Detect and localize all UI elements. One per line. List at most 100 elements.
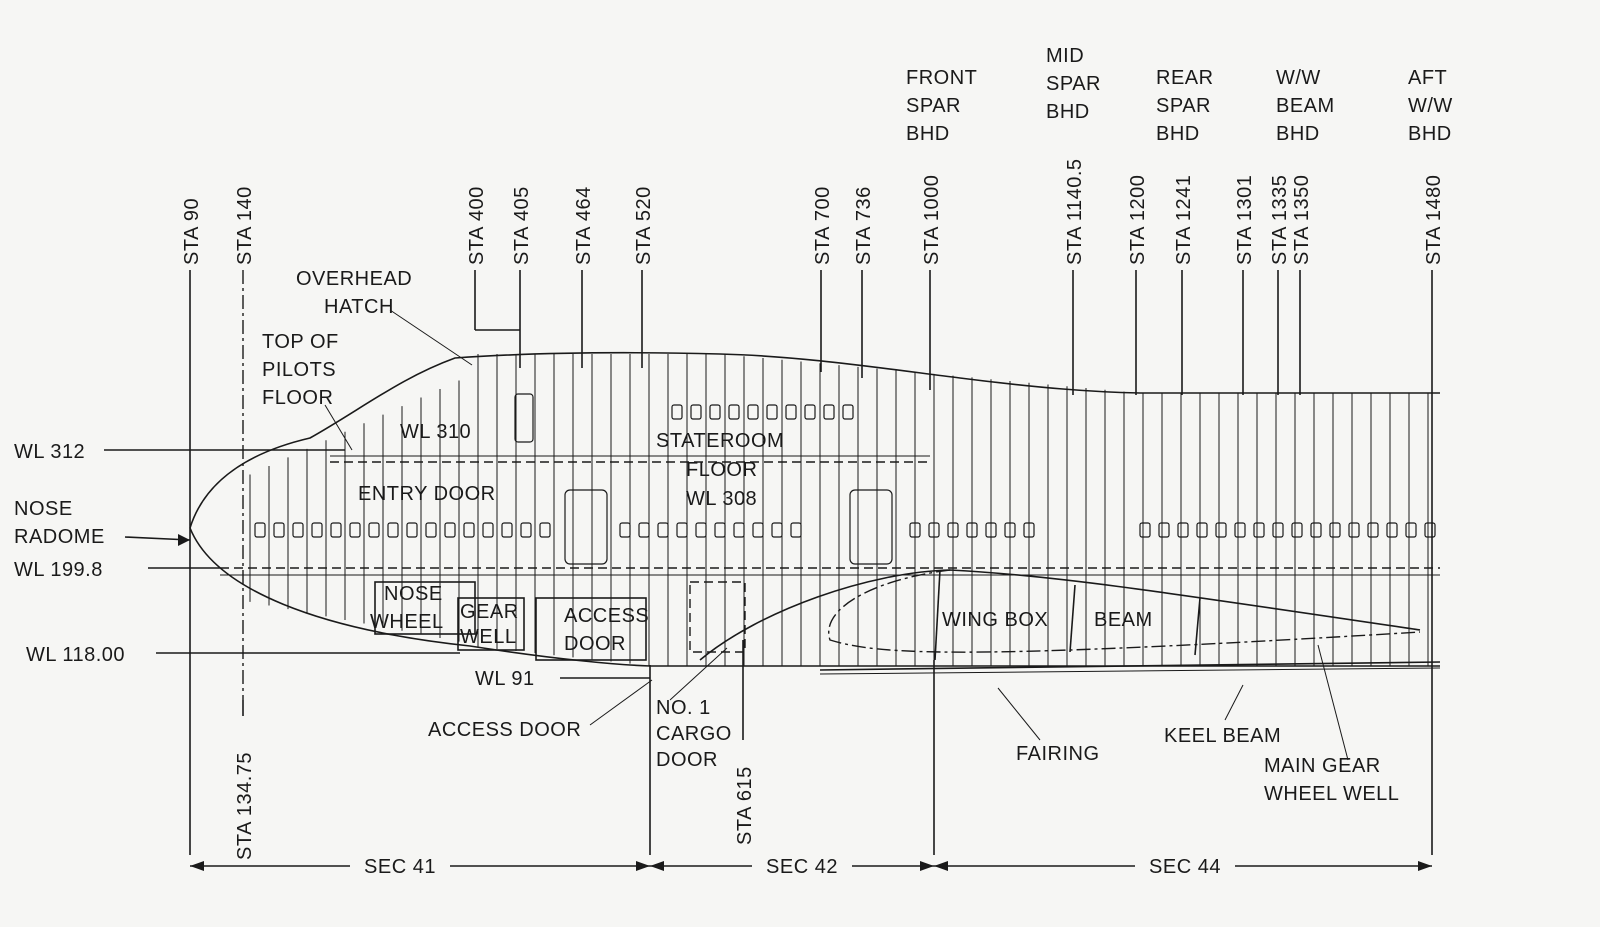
section-dimension-line: SEC 41 SEC 42 SEC 44: [190, 856, 1432, 878]
entry-door-label: ENTRY DOOR: [358, 483, 496, 505]
window: [1272, 522, 1284, 538]
window: [1215, 522, 1227, 538]
main-gear-line1: MAIN GEAR: [1264, 755, 1381, 777]
nose-wheel-well: [374, 581, 476, 635]
sec-44-label: SEC 44: [1149, 856, 1221, 878]
upper-window: [785, 404, 797, 420]
window: [501, 522, 513, 538]
fuselage-lower-contour: [189, 527, 1440, 667]
window: [254, 522, 266, 538]
sta-1000-label: STA 1000: [921, 175, 943, 265]
upper-window: [728, 404, 740, 420]
window: [928, 522, 940, 538]
window: [1291, 522, 1303, 538]
window: [966, 522, 978, 538]
window: [1004, 522, 1016, 538]
window: [771, 522, 783, 538]
window: [1405, 522, 1417, 538]
sta-615-label: STA 615: [734, 766, 756, 845]
upper-deck-windows: [671, 404, 854, 420]
sta-134-label: STA 134.75: [234, 752, 256, 860]
wing-box-label: WING BOX: [942, 609, 1048, 631]
sta-700-label: STA 700: [812, 186, 834, 265]
window: [330, 522, 342, 538]
sta-520-label: STA 520: [633, 186, 655, 265]
window: [463, 522, 475, 538]
window: [539, 522, 551, 538]
callout-labels: OVERHEAD HATCH TOP OF PILOTS FLOOR NOSE …: [14, 268, 1399, 805]
wl-312-label: WL 312: [14, 441, 85, 463]
upper-window: [709, 404, 721, 420]
access-door-label: ACCESS DOOR: [428, 719, 581, 741]
front-spar-line1: FRONT: [906, 67, 977, 89]
cargo-door-line3: DOOR: [656, 749, 718, 771]
fuselage-upper-contour: [189, 352, 1440, 529]
ww-beam-line3: BHD: [1276, 123, 1320, 145]
window: [406, 522, 418, 538]
window: [1196, 522, 1208, 538]
bulkhead-labels: FRONT SPAR BHD MID SPAR BHD REAR SPAR BH…: [906, 45, 1452, 145]
aft-ww-line1: AFT: [1408, 67, 1447, 89]
window: [1158, 522, 1170, 538]
entry-door-outline: [564, 489, 608, 565]
window: [520, 522, 532, 538]
wing-box-lower: [828, 569, 1421, 653]
mid-spar-line1: MID: [1046, 45, 1084, 67]
cargo-door-line1: NO. 1: [656, 697, 711, 719]
gear-well-box: [457, 597, 525, 651]
window: [482, 522, 494, 538]
wing-box-outline: [699, 569, 1421, 661]
window: [425, 522, 437, 538]
sta-1140-label: STA 1140.5: [1064, 158, 1086, 265]
upper-window: [842, 404, 854, 420]
rear-spar-line3: BHD: [1156, 123, 1200, 145]
nose-radome-line1: NOSE: [14, 498, 73, 520]
window: [790, 522, 802, 538]
rear-spar-line2: SPAR: [1156, 95, 1211, 117]
mid-spar-line2: SPAR: [1046, 73, 1101, 95]
window: [1139, 522, 1151, 538]
window: [752, 522, 764, 538]
wl-91-label: WL 91: [475, 668, 535, 690]
window: [1253, 522, 1265, 538]
wl-199-label: WL 199.8: [14, 559, 103, 581]
front-spar-line3: BHD: [906, 123, 950, 145]
upper-window: [766, 404, 778, 420]
sta-1301-label: STA 1301: [1234, 175, 1256, 265]
window: [292, 522, 304, 538]
window: [695, 522, 707, 538]
sta-1335-label: STA 1335: [1269, 175, 1291, 265]
window: [638, 522, 650, 538]
window: [947, 522, 959, 538]
window: [1424, 522, 1436, 538]
upper-window: [747, 404, 759, 420]
access-door-box: [535, 597, 647, 661]
stateroom-line1: STATEROOM: [656, 430, 784, 452]
upper-window: [671, 404, 683, 420]
window: [1386, 522, 1398, 538]
gear-well-line1: GEAR: [460, 601, 519, 623]
callout-leaders: [324, 309, 1349, 761]
waterline-labels: WL 312 WL 199.8 WL 118.00 WL 91 WL 310: [14, 421, 535, 690]
nose-wheel-line2: WHEEL: [370, 611, 444, 633]
window: [1329, 522, 1341, 538]
fairing-label: FAIRING: [1016, 743, 1100, 765]
upper-window: [823, 404, 835, 420]
top-pilots-floor-line3: FLOOR: [262, 387, 333, 409]
sta-1350-label: STA 1350: [1291, 175, 1313, 265]
ww-beam-line1: W/W: [1276, 67, 1321, 89]
keel-beam-label: KEEL BEAM: [1164, 725, 1281, 747]
window: [311, 522, 323, 538]
window: [714, 522, 726, 538]
overhead-hatch-line1: OVERHEAD: [296, 268, 412, 290]
window: [985, 522, 997, 538]
fuselage-structure: [189, 352, 1441, 675]
window: [387, 522, 399, 538]
aft-ww-line3: BHD: [1408, 123, 1452, 145]
station-labels: STA 90 STA 140 STA 400 STA 405 STA 464 S…: [181, 158, 1445, 860]
rear-spar-line1: REAR: [1156, 67, 1214, 89]
gear-well-line2: WELL: [460, 626, 516, 648]
sta-736-label: STA 736: [853, 186, 875, 265]
sec-42-label: SEC 42: [766, 856, 838, 878]
sta-1241-label: STA 1241: [1173, 175, 1195, 265]
